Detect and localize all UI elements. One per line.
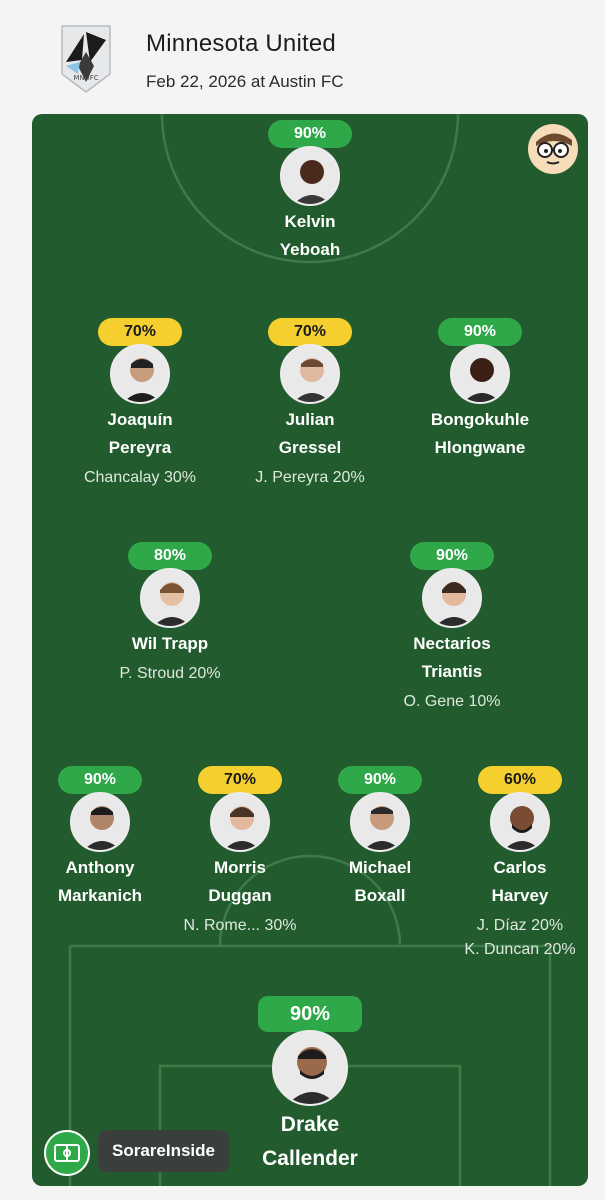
player-first-name: Morris	[214, 858, 266, 877]
start-chance-badge: 90%	[258, 996, 362, 1032]
mnufc-crest-icon: MNUFC	[56, 22, 116, 96]
player-avatar	[422, 568, 482, 628]
team-name: Minnesota United	[146, 30, 336, 57]
player-card-am-2[interactable]: 70% Julian Gressel J. Pereyra 20%	[225, 318, 395, 490]
player-card-def-4[interactable]: 60% Carlos Harvey J. Díaz 20% K. Duncan …	[435, 766, 588, 962]
player-first-name: Julian	[285, 410, 335, 429]
match-header: MNUFC Minnesota United Feb 22, 2026 at A…	[0, 0, 605, 112]
player-card-forward[interactable]: 90% Kelvin Yeboah	[225, 120, 395, 262]
substitute-chance: Chancalay 30%	[83, 469, 197, 486]
player-first-name: Kelvin	[284, 212, 336, 231]
start-chance-badge: 90%	[410, 542, 494, 570]
player-first-name: Nectarios	[413, 634, 491, 653]
player-last-name: Duggan	[208, 886, 272, 905]
start-chance-badge: 90%	[268, 120, 352, 148]
player-avatar	[280, 146, 340, 206]
start-chance-badge: 70%	[268, 318, 352, 346]
player-last-name: Harvey	[491, 886, 549, 905]
start-chance-badge: 90%	[338, 766, 422, 794]
player-avatar	[280, 344, 340, 404]
player-card-goalkeeper[interactable]: 90% Drake Callender	[210, 996, 410, 1174]
substitute-chance: J. Pereyra 20%	[255, 469, 365, 486]
player-card-def-2[interactable]: 70% Morris Duggan N. Rome... 30%	[155, 766, 325, 938]
player-card-def-1[interactable]: 90% Anthony Markanich	[32, 766, 185, 908]
player-card-cm-1[interactable]: 80% Wil Trapp P. Stroud 20%	[85, 542, 255, 686]
pitch: 90% Kelvin Yeboah 70% Joaquín Pereyra Ch…	[32, 114, 588, 1186]
start-chance-badge: 70%	[98, 318, 182, 346]
player-first-name: Michael	[348, 858, 412, 877]
player-avatar	[490, 792, 550, 852]
player-card-am-1[interactable]: 70% Joaquín Pereyra Chancalay 30%	[55, 318, 225, 490]
player-avatar	[140, 568, 200, 628]
player-last-name: Gressel	[278, 438, 342, 457]
player-avatar	[110, 344, 170, 404]
start-chance-badge: 70%	[198, 766, 282, 794]
player-card-def-3[interactable]: 90% Michael Boxall	[295, 766, 465, 908]
match-info: Feb 22, 2026 at Austin FC	[146, 72, 344, 91]
player-avatar	[450, 344, 510, 404]
player-avatar	[210, 792, 270, 852]
substitute-chance: N. Rome... 30%	[183, 917, 297, 934]
player-avatar	[350, 792, 410, 852]
player-last-name: Triantis	[421, 662, 483, 681]
player-first-name: Bongokuhle	[430, 410, 530, 429]
player-first-name: Drake	[280, 1113, 340, 1136]
substitute-chance: P. Stroud 20%	[119, 665, 221, 682]
player-avatar	[70, 792, 130, 852]
brand-label[interactable]: SorareInside	[98, 1130, 229, 1172]
player-last-name: Markanich	[57, 886, 143, 905]
player-last-name: Callender	[262, 1147, 358, 1170]
player-first-name: Carlos	[493, 858, 547, 877]
svg-text:MNUFC: MNUFC	[73, 74, 98, 82]
player-card-am-3[interactable]: 90% Bongokuhle Hlongwane	[395, 318, 565, 460]
player-card-cm-2[interactable]: 90% Nectarios Triantis O. Gene 10%	[367, 542, 537, 714]
start-chance-badge: 90%	[438, 318, 522, 346]
start-chance-badge: 80%	[128, 542, 212, 570]
player-last-name: Pereyra	[108, 438, 172, 457]
player-last-name: Boxall	[354, 886, 406, 905]
start-chance-badge: 60%	[478, 766, 562, 794]
substitute-chance: O. Gene 10%	[403, 693, 501, 710]
player-last-name: Yeboah	[279, 240, 341, 259]
substitute-chance: J. Díaz 20%	[476, 917, 564, 934]
start-chance-badge: 90%	[58, 766, 142, 794]
player-first-name: Joaquín	[107, 410, 173, 429]
player-name: Wil Trapp	[131, 634, 209, 653]
nerd-face-icon[interactable]	[528, 124, 578, 174]
player-first-name: Anthony	[65, 858, 135, 877]
pitch-logo-icon[interactable]	[44, 1130, 90, 1176]
player-avatar	[272, 1030, 348, 1106]
substitute-chance-2: K. Duncan 20%	[464, 941, 576, 958]
player-last-name: Hlongwane	[434, 438, 526, 457]
